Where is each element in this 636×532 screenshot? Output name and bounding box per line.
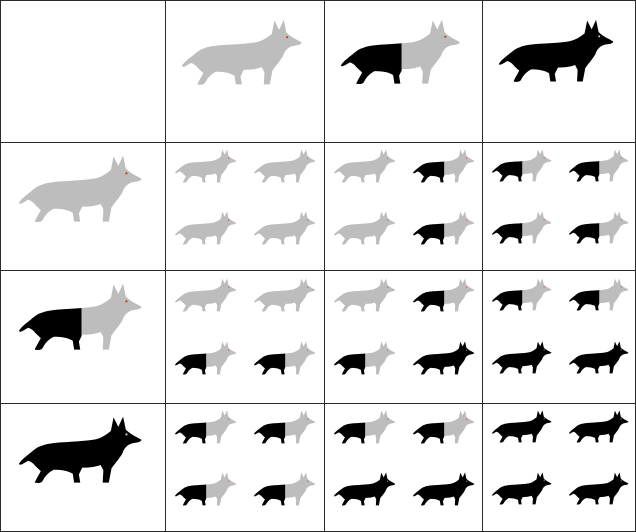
half-dog-icon	[412, 278, 480, 312]
half-dog-icon	[568, 278, 634, 311]
grey-dog-icon	[174, 211, 242, 245]
half-dog-icon	[568, 149, 634, 182]
black-dog-icon	[568, 472, 634, 505]
half-dog-icon	[333, 341, 401, 375]
black-dog-icon	[491, 472, 557, 505]
black-dog-icon	[412, 472, 480, 506]
row-header-cell	[0, 143, 166, 271]
column-header-cell	[483, 0, 636, 143]
half-dog-icon	[174, 341, 242, 375]
offspring-cell	[325, 143, 483, 271]
half-dog-icon	[491, 278, 557, 311]
grey-dog-icon	[253, 211, 321, 245]
half-dog-icon	[412, 149, 480, 183]
corner-cell	[0, 0, 166, 143]
row-header-cell	[0, 404, 166, 532]
half-dog-icon	[412, 211, 480, 245]
half-dog-icon	[174, 472, 242, 506]
black-dog-icon	[568, 341, 634, 374]
offspring-cell	[483, 143, 636, 271]
grey-dog-icon	[253, 278, 321, 312]
offspring-cell	[483, 271, 636, 404]
offspring-cell	[483, 404, 636, 532]
half-dog-icon	[174, 410, 242, 444]
half-dog-icon	[253, 341, 321, 375]
column-header-cell	[166, 0, 325, 143]
half-dog-icon	[333, 410, 401, 444]
grey-dog-icon	[180, 19, 313, 86]
half-dog-icon	[491, 211, 557, 244]
grey-dog-icon	[333, 149, 401, 183]
black-dog-icon	[497, 19, 624, 83]
grey-dog-icon	[253, 149, 321, 183]
half-dog-icon	[491, 149, 557, 182]
black-dog-icon	[491, 341, 557, 374]
half-dog-icon	[253, 472, 321, 506]
column-header-cell	[325, 0, 483, 143]
black-dog-icon	[412, 341, 480, 375]
black-dog-icon	[491, 410, 557, 443]
grey-dog-icon	[333, 278, 401, 312]
black-dog-icon	[333, 472, 401, 506]
black-dog-icon	[17, 416, 153, 484]
offspring-cell	[166, 271, 325, 404]
grey-dog-icon	[174, 278, 242, 312]
offspring-cell	[166, 404, 325, 532]
black-dog-icon	[568, 410, 634, 443]
half-dog-icon	[17, 283, 153, 351]
half-dog-icon	[339, 19, 471, 85]
grey-dog-icon	[174, 149, 242, 183]
offspring-cell	[325, 404, 483, 532]
row-header-cell	[0, 271, 166, 404]
grey-dog-icon	[17, 155, 153, 223]
half-dog-icon	[412, 410, 480, 444]
offspring-cell	[325, 271, 483, 404]
grey-dog-icon	[333, 211, 401, 245]
offspring-cell	[166, 143, 325, 271]
half-dog-icon	[253, 410, 321, 444]
half-dog-icon	[568, 211, 634, 244]
